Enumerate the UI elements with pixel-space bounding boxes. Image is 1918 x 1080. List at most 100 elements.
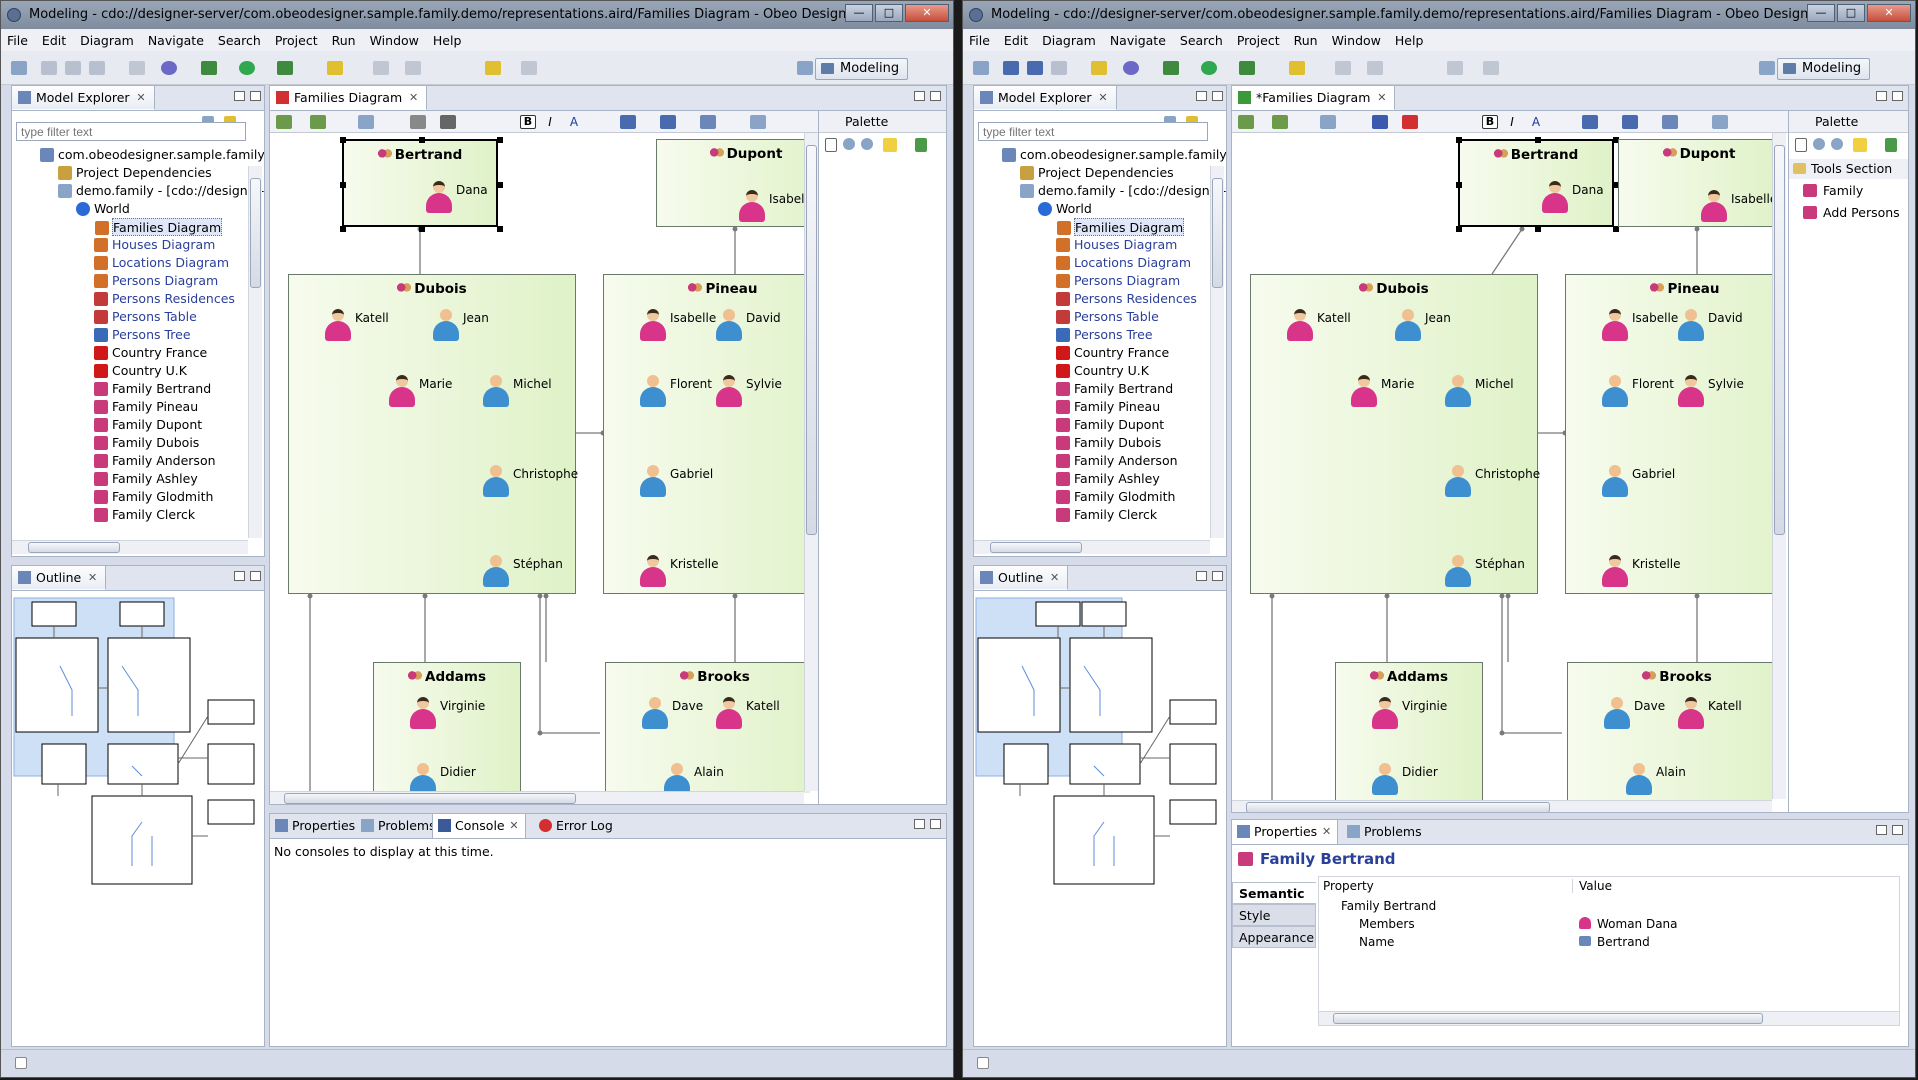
- tree-item[interactable]: Country U.K: [1056, 362, 1149, 380]
- diagram-horizontal-scrollbar[interactable]: [1232, 800, 1772, 812]
- selection-handle[interactable]: [1456, 182, 1462, 188]
- font-color-icon[interactable]: A: [569, 115, 579, 129]
- woman-icon[interactable]: [1351, 375, 1377, 407]
- delete-icon[interactable]: [1402, 115, 1418, 129]
- close-button[interactable]: ✕: [905, 4, 949, 22]
- menu-window[interactable]: Window: [1331, 32, 1381, 48]
- selection-handle[interactable]: [419, 226, 425, 232]
- diagram-canvas[interactable]: BertrandDanaDupontIsabelleDuboisKatellJe…: [1232, 133, 1772, 801]
- zoom-out-icon[interactable]: [1831, 138, 1843, 150]
- minimize-view-icon[interactable]: [1876, 825, 1887, 835]
- tab-outline[interactable]: Outline ✕: [12, 566, 107, 590]
- tree-item[interactable]: Persons Table: [94, 308, 197, 326]
- new-icon[interactable]: [973, 61, 989, 75]
- globe-icon[interactable]: [161, 61, 177, 75]
- maximize-view-icon[interactable]: [1212, 571, 1223, 581]
- woman-icon[interactable]: [1678, 375, 1704, 407]
- selection-handle[interactable]: [340, 137, 346, 143]
- woman-icon[interactable]: [716, 375, 742, 407]
- next-annotation-icon[interactable]: [1335, 61, 1351, 75]
- menu-file[interactable]: File: [7, 32, 28, 48]
- maximize-view-icon[interactable]: [1892, 825, 1903, 835]
- tree-horizontal-scrollbar[interactable]: [12, 540, 248, 554]
- prev-annotation-icon[interactable]: [405, 61, 421, 75]
- man-icon[interactable]: [1445, 375, 1471, 407]
- refresh-icon[interactable]: [358, 115, 374, 129]
- note-icon[interactable]: [883, 138, 897, 152]
- selection-handle[interactable]: [340, 182, 346, 188]
- maximize-view-icon[interactable]: [930, 819, 941, 829]
- diagram-horizontal-scrollbar[interactable]: [270, 791, 804, 804]
- print-icon[interactable]: [1051, 61, 1067, 75]
- outline-thumbnail[interactable]: [12, 596, 265, 896]
- link-tool-icon[interactable]: [1885, 138, 1897, 152]
- bold-icon[interactable]: B: [1482, 115, 1498, 129]
- tree-item[interactable]: Family Anderson: [1056, 452, 1178, 470]
- selection-handle[interactable]: [1456, 226, 1462, 232]
- close-icon[interactable]: ✕: [1321, 825, 1332, 838]
- scrollbar-thumb[interactable]: [1333, 1013, 1763, 1024]
- properties-horizontal-scrollbar[interactable]: [1319, 1011, 1899, 1025]
- menu-edit[interactable]: Edit: [41, 32, 67, 48]
- new-icon[interactable]: [11, 61, 27, 75]
- minimize-button[interactable]: —: [1807, 4, 1835, 22]
- minimize-view-icon[interactable]: [234, 571, 245, 581]
- tree-world[interactable]: World: [76, 200, 130, 218]
- search-tool-icon[interactable]: [1289, 61, 1305, 75]
- woman-icon[interactable]: [640, 555, 666, 587]
- tab-error-log[interactable]: Error Log: [534, 814, 633, 838]
- minimize-view-icon[interactable]: [1196, 571, 1207, 581]
- tab-properties[interactable]: Properties: [270, 814, 375, 838]
- tree-item[interactable]: Country France: [94, 344, 207, 362]
- menu-search[interactable]: Search: [217, 32, 261, 48]
- scrollbar-thumb[interactable]: [1212, 178, 1223, 288]
- name-value[interactable]: Bertrand: [1579, 935, 1650, 949]
- close-button[interactable]: ✕: [1867, 4, 1911, 22]
- pin-icon[interactable]: [410, 115, 426, 129]
- forward-icon[interactable]: [1483, 61, 1499, 75]
- next-annotation-icon[interactable]: [373, 61, 389, 75]
- man-icon[interactable]: [410, 763, 436, 793]
- fast-view-icon[interactable]: [15, 1057, 27, 1069]
- selection-handle[interactable]: [497, 226, 503, 232]
- tab-outline[interactable]: Outline ✕: [974, 566, 1069, 590]
- tab-appearance[interactable]: Appearance: [1232, 926, 1316, 948]
- palette-tools-section[interactable]: Tools Section: [1789, 159, 1908, 179]
- selection-handle[interactable]: [419, 137, 425, 143]
- selection-handle[interactable]: [1535, 137, 1541, 143]
- arrow-icon[interactable]: [700, 115, 716, 129]
- run-icon[interactable]: [239, 61, 255, 75]
- layer-icon[interactable]: [276, 115, 292, 129]
- man-icon[interactable]: [1445, 465, 1471, 497]
- woman-icon[interactable]: [1602, 309, 1628, 341]
- menu-project[interactable]: Project: [1236, 32, 1280, 48]
- menu-run[interactable]: Run: [1293, 32, 1318, 48]
- refresh-icon[interactable]: [1320, 115, 1336, 129]
- fill-color-icon[interactable]: [1582, 115, 1598, 129]
- tree-item[interactable]: Family Ashley: [1056, 470, 1160, 488]
- selection-handle[interactable]: [1456, 137, 1462, 143]
- close-icon[interactable]: ✕: [88, 571, 98, 584]
- tree-project[interactable]: com.obeodesigner.sample.family.c: [1002, 146, 1226, 164]
- man-icon[interactable]: [1372, 763, 1398, 795]
- man-icon[interactable]: [640, 465, 666, 497]
- save-icon[interactable]: [1003, 61, 1019, 75]
- menu-help[interactable]: Help: [1394, 32, 1424, 48]
- tree-item[interactable]: Family Dupont: [94, 416, 202, 434]
- selection-handle[interactable]: [1535, 226, 1541, 232]
- man-icon[interactable]: [640, 375, 666, 407]
- palette-tool-family[interactable]: Family: [1789, 181, 1908, 201]
- line-color-icon[interactable]: [660, 115, 676, 129]
- scrollbar-thumb[interactable]: [250, 178, 261, 288]
- scrollbar-thumb[interactable]: [990, 542, 1082, 553]
- menu-project[interactable]: Project: [274, 32, 318, 48]
- menu-file[interactable]: File: [969, 32, 990, 48]
- maximize-view-icon[interactable]: [930, 91, 941, 101]
- minimize-view-icon[interactable]: [914, 91, 925, 101]
- forward-icon[interactable]: [521, 61, 537, 75]
- tree-item[interactable]: Family Glodmith: [1056, 488, 1175, 506]
- diagram-canvas[interactable]: BertrandDanaDupontIsabelleDuboisKatellJe…: [270, 133, 810, 793]
